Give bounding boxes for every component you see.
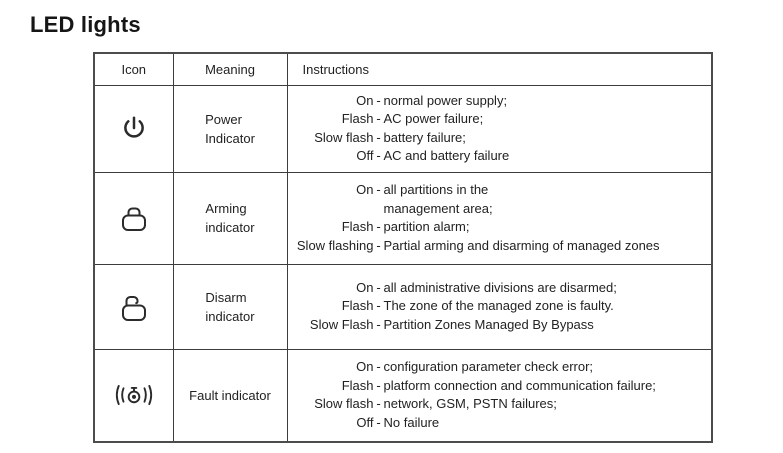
state-label: Slow flashing bbox=[296, 237, 374, 253]
meaning-label: Power Indicator bbox=[205, 111, 255, 146]
meaning-cell: Disarm indicator bbox=[172, 263, 288, 350]
dash-separator: - bbox=[376, 237, 381, 253]
state-description: battery failure; bbox=[383, 129, 466, 145]
dash-separator: - bbox=[376, 92, 381, 108]
led-lights-table: Icon Meaning Instructions Power Indicato… bbox=[93, 52, 713, 443]
state-label: Flash bbox=[341, 298, 374, 314]
meaning-label: Disarm indicator bbox=[205, 289, 255, 324]
table-row-arming-indicator: Arming indicator On - all partitions in … bbox=[93, 171, 713, 265]
state-description: Partial arming and disarming of managed … bbox=[383, 237, 660, 253]
instruction-line: On - normal power supply; bbox=[292, 92, 706, 111]
power-icon bbox=[123, 116, 144, 138]
state-description: configuration parameter check error; bbox=[383, 359, 594, 375]
state-description: network, GSM, PSTN failures; bbox=[383, 396, 557, 412]
instructions-cell: On - all partitions in the management ar… bbox=[286, 171, 713, 265]
instruction-line: Slow flash - battery failure; bbox=[292, 129, 706, 148]
meaning-cell: Fault indicator bbox=[172, 348, 288, 443]
header-instructions: Instructions bbox=[286, 52, 713, 86]
state-description: all partitions in the management area; bbox=[383, 182, 493, 216]
instruction-line: Slow flashing - Partial arming and disar… bbox=[292, 237, 706, 256]
fault-icon-cell bbox=[93, 348, 174, 443]
meaning-label: Arming indicator bbox=[205, 201, 255, 235]
state-label: Slow flash bbox=[314, 396, 374, 412]
fault-alarm-icon bbox=[115, 385, 152, 406]
lock-closed-icon bbox=[121, 207, 146, 231]
instruction-line: Flash - The zone of the managed zone is … bbox=[292, 297, 706, 316]
instruction-line: Slow Flash - Partition Zones Managed By … bbox=[292, 316, 706, 335]
instruction-line: Off - AC and battery failure bbox=[292, 147, 706, 166]
instructions-cell: On - all administrative divisions are di… bbox=[286, 263, 713, 350]
state-description: The zone of the managed zone is faulty. bbox=[383, 298, 614, 314]
table-row-power-indicator: Power Indicator On - normal power supply… bbox=[93, 84, 713, 173]
dash-separator: - bbox=[376, 359, 381, 375]
state-label: Off bbox=[356, 414, 374, 430]
instruction-line: Flash - partition alarm; bbox=[292, 218, 706, 237]
state-description: partition alarm; bbox=[383, 219, 470, 234]
state-label: Flash bbox=[341, 111, 374, 126]
dash-separator: - bbox=[376, 129, 381, 145]
dash-separator: - bbox=[376, 377, 381, 393]
arming-icon-cell bbox=[93, 171, 174, 265]
state-description: Partition Zones Managed By Bypass bbox=[383, 316, 594, 332]
instruction-line: Flash - AC power failure; bbox=[292, 110, 706, 129]
instruction-line: On - configuration parameter check error… bbox=[292, 358, 706, 377]
lock-open-icon bbox=[121, 295, 146, 321]
dash-separator: - bbox=[376, 298, 381, 314]
state-label: On bbox=[356, 92, 374, 108]
dash-separator: - bbox=[376, 316, 381, 332]
header-icon: Icon bbox=[93, 52, 174, 86]
state-description: normal power supply; bbox=[383, 92, 508, 108]
instruction-line: On - all partitions in the management ar… bbox=[292, 181, 706, 218]
meaning-cell: Arming indicator bbox=[172, 171, 288, 265]
table-row-fault-indicator: Fault indicator On - configuration param… bbox=[93, 348, 713, 443]
dash-separator: - bbox=[376, 414, 381, 430]
header-meaning: Meaning bbox=[172, 52, 288, 86]
state-description: AC and battery failure bbox=[383, 148, 510, 163]
power-icon-cell bbox=[93, 84, 174, 173]
state-description: No failure bbox=[383, 414, 440, 430]
instruction-line: On - all administrative divisions are di… bbox=[292, 279, 706, 298]
state-label: On bbox=[356, 279, 374, 295]
state-label: On bbox=[356, 182, 374, 197]
instruction-line: Off - No failure bbox=[292, 414, 706, 433]
state-label: Flash bbox=[341, 377, 374, 393]
meaning-cell: Power Indicator bbox=[172, 84, 288, 173]
state-description: platform connection and communication fa… bbox=[383, 377, 656, 393]
state-label: On bbox=[356, 359, 374, 375]
page-title: LED lights bbox=[30, 12, 141, 37]
state-description: AC power failure; bbox=[383, 111, 484, 126]
meaning-label: Fault indicator bbox=[189, 387, 271, 403]
dash-separator: - bbox=[376, 182, 381, 197]
instruction-line: Flash - platform connection and communic… bbox=[292, 377, 706, 396]
dash-separator: - bbox=[376, 111, 381, 126]
state-label: Slow flash bbox=[314, 129, 374, 145]
state-label: Flash bbox=[341, 219, 374, 234]
state-label: Slow Flash bbox=[309, 316, 374, 332]
header-row: Icon Meaning Instructions bbox=[93, 52, 713, 86]
instructions-cell: On - configuration parameter check error… bbox=[286, 348, 713, 443]
instructions-cell: On - normal power supply; Flash - AC pow… bbox=[286, 84, 713, 173]
dash-separator: - bbox=[376, 279, 381, 295]
state-description: all administrative divisions are disarme… bbox=[383, 279, 617, 295]
dash-separator: - bbox=[376, 219, 381, 234]
state-label: Off bbox=[356, 148, 374, 163]
instruction-line: Slow flash - network, GSM, PSTN failures… bbox=[292, 395, 706, 414]
dash-separator: - bbox=[376, 148, 381, 163]
dash-separator: - bbox=[376, 396, 381, 412]
disarm-icon-cell bbox=[93, 263, 174, 350]
table-row-disarm-indicator: Disarm indicator On - all administrative… bbox=[93, 263, 713, 350]
